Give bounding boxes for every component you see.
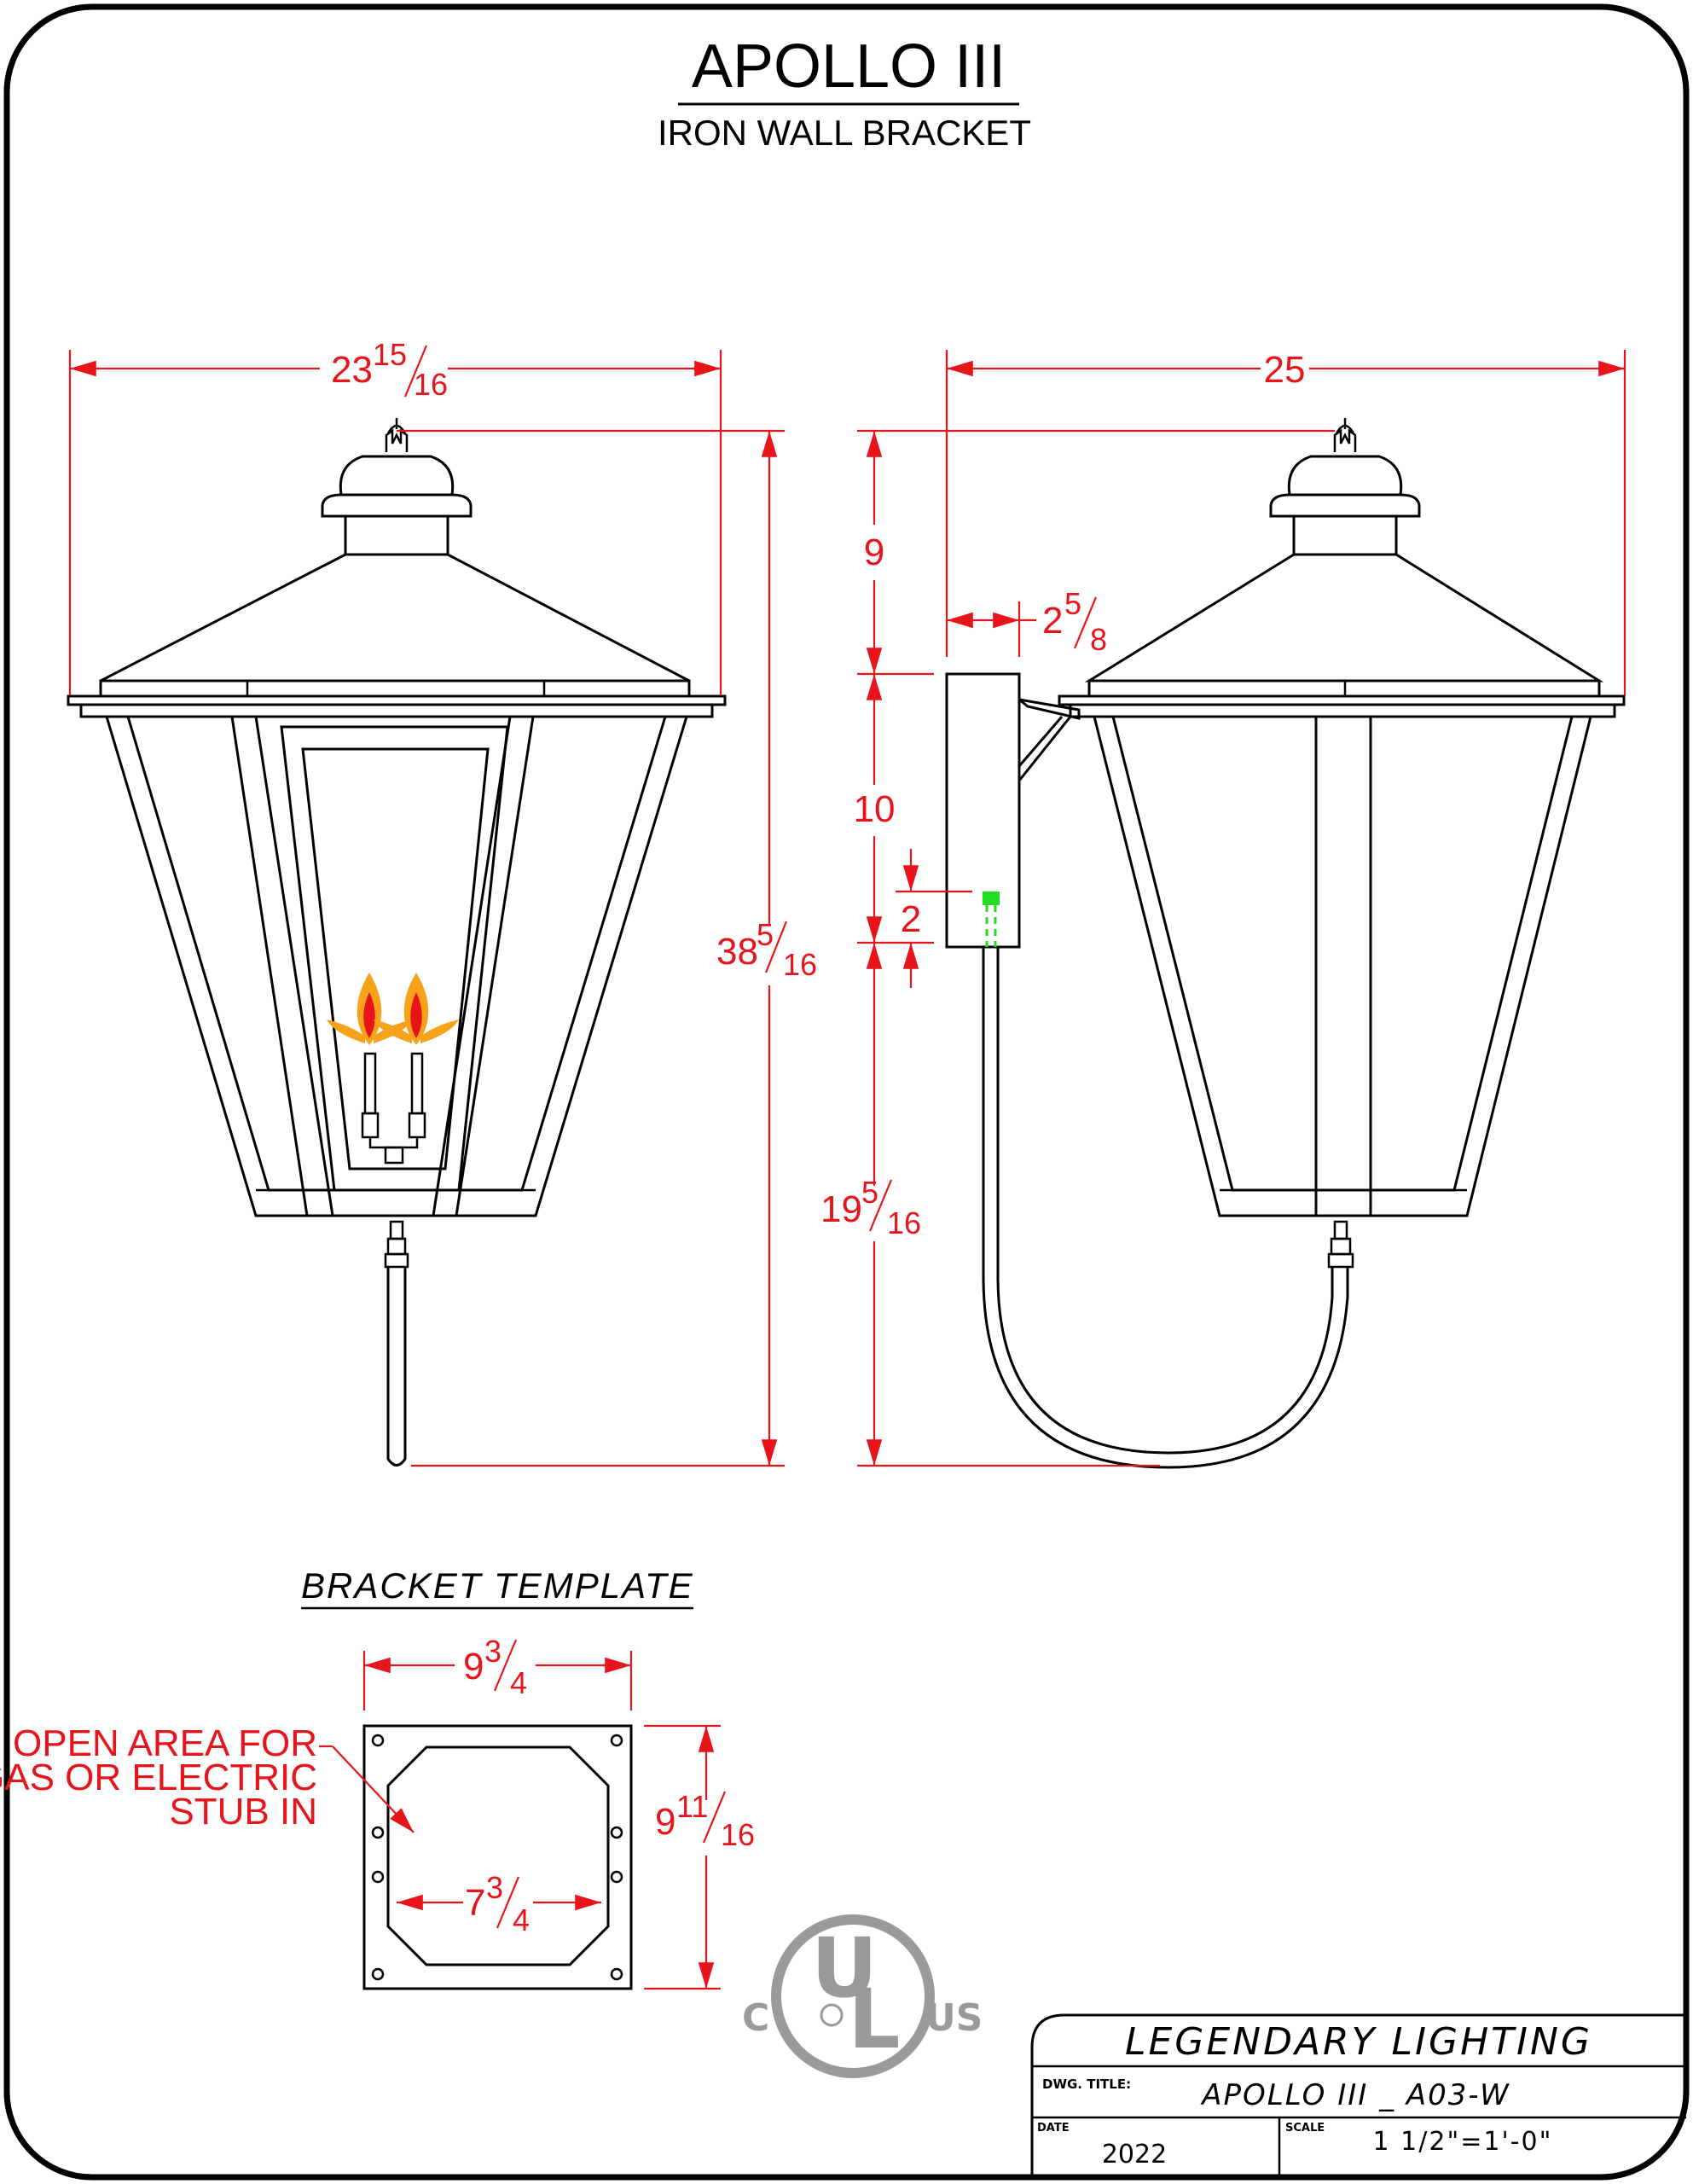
template-inner-num: 3: [486, 1870, 503, 1905]
bracket-depth-dimension: 2 5 8: [947, 586, 1107, 657]
note-line-1: OPEN AREA FOR: [13, 1722, 317, 1764]
company-name: LEGENDARY LIGHTING: [1125, 2020, 1592, 2064]
side-width-dimension: 25: [945, 349, 1626, 695]
front-height-dimension: 38 5 16: [397, 429, 817, 1467]
side-lower-den: 16: [887, 1205, 921, 1240]
scale-label: SCALE: [1285, 2122, 1325, 2135]
template-inner-dimension: 7 3 4: [397, 1870, 601, 1937]
template-width-den: 4: [510, 1665, 527, 1700]
note-line-2: GAS OR ELECTRIC: [0, 1757, 317, 1798]
drawing-subtitle: IRON WALL BRACKET: [658, 113, 1031, 153]
bracket-template-heading: BRACKET TEMPLATE: [301, 1565, 694, 1606]
drawing-title: APOLLO III: [692, 32, 1006, 101]
ul-certification-logo: U L C US: [742, 1914, 983, 2078]
date-value: 2022: [1102, 2140, 1167, 2169]
note-line-3: STUB IN: [169, 1791, 317, 1833]
template-height-dimension: 9 11 16: [644, 1724, 755, 1990]
template-inner-den: 4: [513, 1902, 530, 1937]
date-label: DATE: [1037, 2122, 1070, 2135]
svg-text:C: C: [742, 1996, 769, 2040]
dwg-title-label: DWG. TITLE:: [1042, 2077, 1131, 2092]
front-height-num: 5: [757, 917, 774, 952]
sheet-border: [3, 3, 1690, 2181]
bracket-depth-num: 5: [1064, 586, 1081, 621]
side-lower-whole: 19: [820, 1188, 862, 1230]
side-width-label: 25: [1264, 349, 1306, 391]
front-burner: [327, 973, 459, 1165]
side-mid-label: 10: [854, 788, 896, 830]
side-lower-num: 5: [861, 1175, 878, 1210]
front-view-lantern: [67, 418, 727, 1467]
front-width-whole: 23: [331, 349, 373, 391]
template-width-whole: 9: [463, 1646, 484, 1687]
title-block: LEGENDARY LIGHTING DWG. TITLE: APOLLO II…: [1030, 2013, 1686, 2177]
front-height-whole: 38: [716, 931, 758, 973]
template-width-dimension: 9 3 4: [362, 1634, 633, 1711]
front-width-dimension: 23 15 16: [68, 337, 722, 695]
side-top-label: 9: [864, 531, 884, 573]
side-view-lantern: [945, 418, 1626, 1469]
open-area-note: OPEN AREA FOR GAS OR ELECTRIC STUB IN: [0, 1722, 415, 1833]
template-height-whole: 9: [655, 1801, 675, 1843]
template-height-den: 16: [721, 1817, 755, 1852]
bracket-depth-den: 8: [1090, 622, 1107, 657]
svg-text:L: L: [848, 1972, 900, 2067]
bracket-depth-whole: 2: [1042, 600, 1063, 642]
svg-text:U: U: [811, 1920, 878, 2016]
template-inner-whole: 7: [465, 1882, 485, 1924]
bracket-template-plate: [362, 1724, 633, 1990]
side-height-dimensions: 9 10 2 19 5 16: [820, 429, 1335, 1467]
front-height-den: 16: [783, 947, 817, 982]
scale-value: 1 1/2"=1'-0": [1373, 2127, 1553, 2157]
front-width-num: 15: [373, 337, 407, 372]
front-width-den: 16: [414, 367, 448, 402]
template-width-num: 3: [484, 1634, 502, 1669]
gas-inlet-marker: [983, 892, 1000, 905]
svg-text:US: US: [925, 1996, 983, 2040]
side-small-label: 2: [901, 898, 921, 940]
template-height-num: 11: [676, 1789, 708, 1824]
dwg-title-value: APOLLO III _ A03-W: [1200, 2078, 1510, 2112]
